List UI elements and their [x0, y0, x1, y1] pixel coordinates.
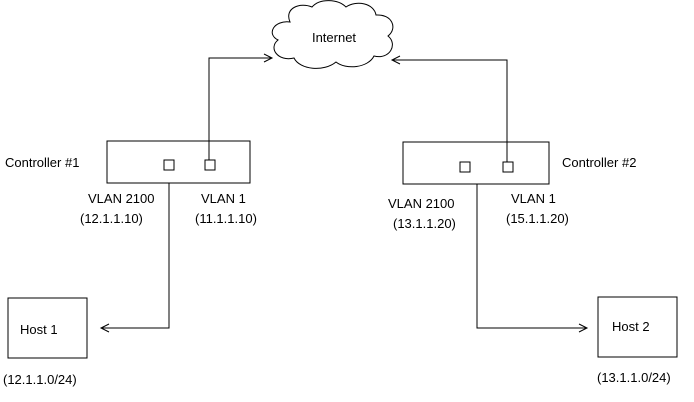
controller-1-port-vlan2100 [163, 159, 175, 171]
controller-1-box [106, 140, 251, 184]
link-controller-1-to-internet [208, 53, 274, 160]
controller-1: Controller #1 VLAN 2100 (12.1.1.10) VLAN… [5, 140, 257, 226]
controller-2: Controller #2 VLAN 2100 (13.1.1.20) VLAN… [388, 141, 636, 231]
controller-1-vlan1-ip: (11.1.1.10) [195, 211, 257, 226]
link-controller-1-to-host-1 [99, 183, 170, 333]
link-line [101, 183, 170, 329]
controller-1-vlan2100-ip: (12.1.1.10) [80, 211, 143, 226]
host-1-name: Host 1 [20, 322, 58, 337]
controller-1-vlan2100-label: VLAN 2100 [88, 191, 155, 206]
controller-2-port-vlan2100 [459, 161, 471, 173]
host-1-subnet: (12.1.1.0/24) [3, 372, 77, 387]
host-1-box [7, 297, 88, 359]
controller-1-port-vlan1 [204, 159, 216, 171]
arrowhead [578, 323, 589, 333]
link-controller-2-to-internet [390, 55, 508, 162]
host-1: Host 1 (12.1.1.0/24) [3, 297, 88, 387]
link-line [476, 184, 587, 329]
link-line [392, 59, 508, 162]
arrowhead [99, 323, 110, 333]
link-line [208, 57, 272, 160]
arrowhead [263, 53, 274, 63]
controller-2-name: Controller #2 [562, 155, 636, 170]
controller-2-vlan1-label: VLAN 1 [511, 191, 556, 206]
controller-1-name: Controller #1 [5, 155, 79, 170]
controller-2-vlan2100-ip: (13.1.1.20) [393, 216, 456, 231]
host-2-subnet: (13.1.1.0/24) [597, 370, 671, 385]
controller-2-vlan1-ip: (15.1.1.20) [506, 211, 569, 226]
internet-cloud: Internet [271, 0, 394, 69]
cloud-shape [271, 0, 394, 69]
controller-2-vlan2100-label: VLAN 2100 [388, 196, 455, 211]
internet-label: Internet [312, 30, 356, 45]
controller-2-port-vlan1 [502, 161, 514, 173]
controller-2-box [402, 141, 550, 185]
host-2-name: Host 2 [612, 319, 650, 334]
controller-1-vlan1-label: VLAN 1 [201, 191, 246, 206]
arrowhead [390, 55, 401, 65]
host-2-box [597, 296, 678, 358]
host-2: Host 2 (13.1.1.0/24) [597, 296, 678, 385]
link-controller-2-to-host-2 [476, 184, 589, 333]
